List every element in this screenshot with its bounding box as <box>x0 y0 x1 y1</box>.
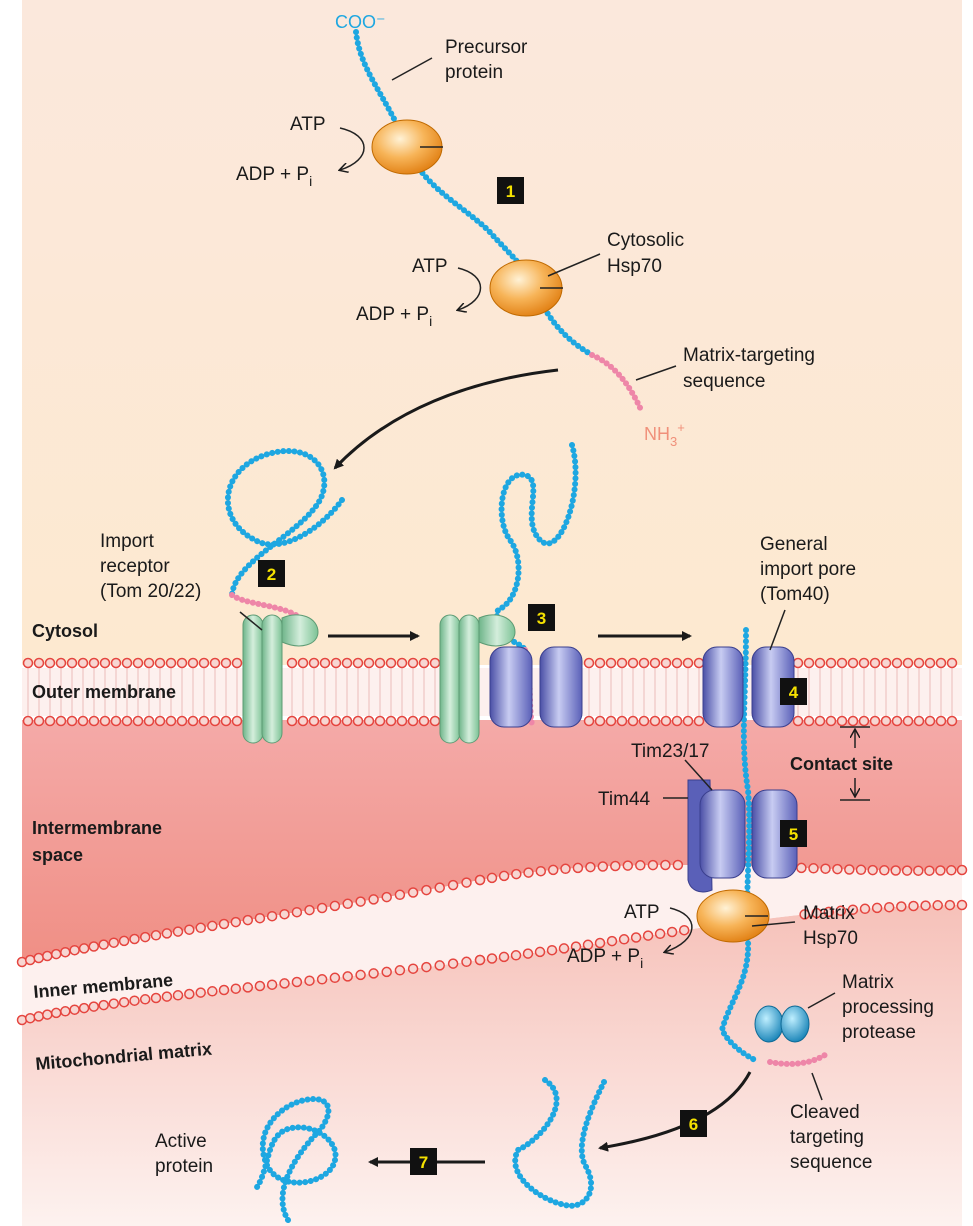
general-pore-label-3: (Tom40) <box>760 584 830 605</box>
cytosol-region <box>22 0 962 665</box>
intermembrane-region <box>22 720 962 962</box>
import-receptor-label-2: receptor <box>100 556 170 577</box>
matrix-hsp70-leader <box>751 921 796 927</box>
matrix-hsp70-label-1: Matrix <box>803 903 855 924</box>
atp-label-2: ATP <box>412 256 448 277</box>
precursor-label-2: protein <box>445 62 503 83</box>
translocating-chain <box>493 442 579 653</box>
cleaved-sequence <box>767 1052 828 1067</box>
receptor-leader <box>239 611 263 631</box>
svg-text:3: 3 <box>537 609 546 628</box>
cytosolic-hsp70-label-2: Hsp70 <box>607 256 662 277</box>
adp-label-2: ADP + Pi <box>356 304 432 329</box>
svg-text:1: 1 <box>506 182 515 201</box>
cytosol-label: Cytosol <box>32 621 98 641</box>
tim23-leader <box>684 759 713 791</box>
svg-text:5: 5 <box>789 825 798 844</box>
atp-arrow-1 <box>340 127 365 170</box>
cleaved-label-3: sequence <box>790 1152 872 1173</box>
tim44-label: Tim44 <box>598 789 651 810</box>
protease-label-2: processing <box>842 997 934 1018</box>
svg-text:6: 6 <box>689 1115 698 1134</box>
step-badge-3: 3 <box>528 604 555 631</box>
precursor-chain <box>353 29 595 358</box>
atp-arrow-2 <box>458 267 482 310</box>
atp-label-1: ATP <box>290 114 326 135</box>
precursor-leader <box>391 57 433 81</box>
pore-leader <box>769 609 786 651</box>
atp-arrow-3 <box>665 907 693 952</box>
atp-label-3: ATP <box>624 902 660 923</box>
protease-leader <box>807 992 836 1009</box>
cytosolic-hsp70-top <box>371 119 443 175</box>
adp-label-3: ADP + Pi <box>567 946 643 971</box>
arrow-to-receptor <box>333 368 559 470</box>
protease-label-1: Matrix <box>842 972 894 993</box>
outer-membrane <box>22 657 962 727</box>
svg-text:4: 4 <box>789 683 799 702</box>
tom40-pore-step4 <box>702 646 795 728</box>
precursor-label-1: Precursor <box>445 37 528 58</box>
cleaved-label-2: targeting <box>790 1127 864 1148</box>
coo-label: COO⁻ <box>335 12 386 32</box>
step-badge-1: 1 <box>497 177 524 204</box>
step-badge-7: 7 <box>410 1148 437 1175</box>
folding-protein <box>512 1077 608 1209</box>
tom40-pore-step3 <box>489 646 583 728</box>
matrix-targeting-label-1: Matrix-targeting <box>683 345 815 366</box>
import-receptor-label-1: Import <box>100 531 155 552</box>
active-protein-label-1: Active <box>155 1131 207 1152</box>
cytosolic-hsp70-bottom <box>489 259 563 317</box>
import-receptor-1 <box>242 614 319 744</box>
general-pore-label-2: import pore <box>760 559 856 580</box>
intermembrane-label-1: Intermembrane <box>32 818 162 838</box>
contact-site-marker <box>840 726 870 801</box>
outer-membrane-label: Outer membrane <box>32 682 176 702</box>
step-badge-5: 5 <box>780 820 807 847</box>
matrix-hsp70-label-2: Hsp70 <box>803 928 858 949</box>
tim23-label: Tim23/17 <box>631 741 710 762</box>
matrix-region <box>22 905 962 1226</box>
matrix-hsp70 <box>696 889 770 943</box>
precursor-targeting-seq <box>589 352 645 415</box>
adp-label-1: ADP + Pi <box>236 164 312 189</box>
step-badge-4: 4 <box>780 678 807 705</box>
import-receptor-label-3: (Tom 20/22) <box>100 581 201 602</box>
active-protein-label-2: protein <box>155 1156 213 1177</box>
step-badge-6: 6 <box>680 1110 707 1137</box>
cytosolic-hsp70-label-1: Cytosolic <box>607 230 684 251</box>
step-badge-2: 2 <box>258 560 285 587</box>
svg-text:2: 2 <box>267 565 276 584</box>
cleaved-leader <box>811 1072 823 1101</box>
nh3-label: NH3+ <box>644 420 685 449</box>
contact-site-label: Contact site <box>790 754 893 774</box>
intermembrane-label-2: space <box>32 845 83 865</box>
cytosolic-hsp70-leader <box>547 253 601 277</box>
cleaved-label-1: Cleaved <box>790 1102 860 1123</box>
receptor-bound-chain <box>225 448 345 598</box>
matrix-processing-protease <box>754 1005 810 1043</box>
protease-label-3: protease <box>842 1022 916 1043</box>
active-protein <box>252 1096 339 1223</box>
tim23-17-complex <box>687 779 798 893</box>
svg-text:7: 7 <box>419 1153 428 1172</box>
matrix-targeting-label-2: sequence <box>683 371 765 392</box>
general-pore-label-1: General <box>760 534 828 555</box>
targeting-leader <box>635 365 677 381</box>
import-receptor-2 <box>439 614 516 744</box>
